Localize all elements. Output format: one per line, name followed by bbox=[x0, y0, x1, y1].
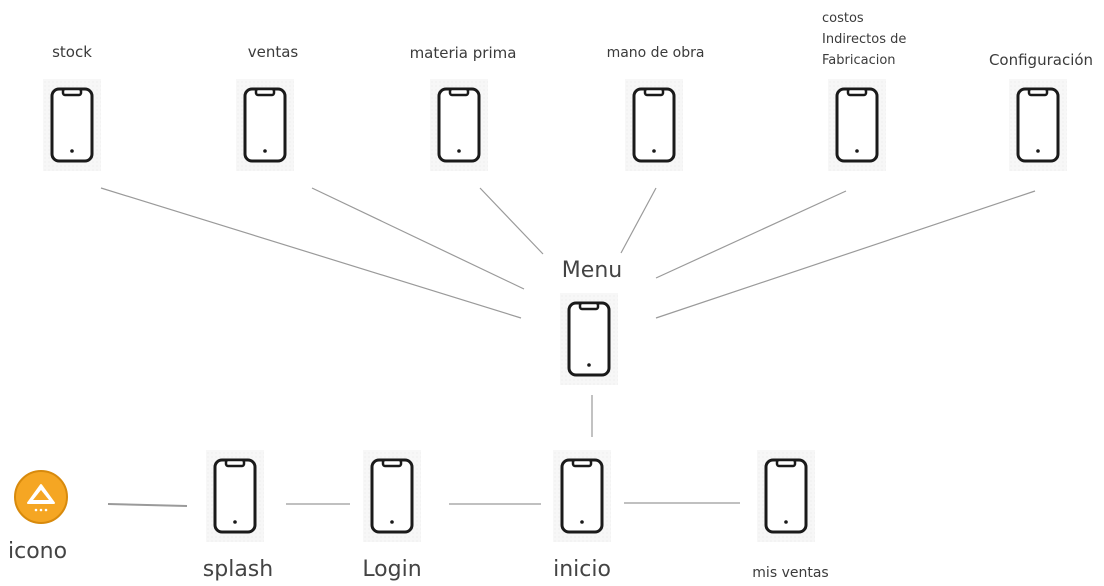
phone-inicio-icon bbox=[551, 448, 613, 544]
label-materia-prima: materia prima bbox=[409, 44, 517, 62]
edge-materia-menu bbox=[479, 187, 544, 255]
phone-mis-ventas-icon bbox=[755, 448, 817, 544]
phone-stock-icon bbox=[41, 77, 103, 173]
label-costos-indirectos: costos Indirectos de Fabricacion bbox=[822, 8, 932, 71]
connectors bbox=[100, 187, 1036, 507]
phone-mano-de-obra-icon bbox=[623, 77, 685, 173]
label-menu: Menu bbox=[561, 258, 623, 283]
label-inicio: inicio bbox=[553, 557, 611, 582]
phone-login-icon bbox=[361, 448, 423, 544]
edge-icono-splash bbox=[107, 503, 188, 507]
label-login: Login bbox=[362, 557, 422, 582]
label-mano-de-obra: mano de obra bbox=[606, 45, 705, 61]
edge-cif-menu bbox=[655, 190, 847, 279]
label-splash: splash bbox=[202, 557, 274, 582]
label-stock: stock bbox=[52, 43, 92, 61]
label-icono: icono bbox=[8, 539, 68, 564]
app-icon bbox=[14, 470, 68, 524]
label-ventas: ventas bbox=[247, 43, 299, 61]
phone-menu-icon bbox=[558, 291, 620, 387]
edge-ventas-menu bbox=[311, 187, 525, 290]
label-cif-line2: Indirectos de bbox=[822, 32, 907, 47]
edge-config-menu bbox=[655, 190, 1036, 319]
label-configuracion: Configuración bbox=[988, 51, 1094, 69]
phone-splash-icon bbox=[204, 448, 266, 544]
label-cif-line1: costos bbox=[822, 11, 864, 26]
label-mis-ventas: mis ventas bbox=[752, 565, 829, 581]
phone-cif-icon bbox=[826, 77, 888, 173]
phone-ventas-icon bbox=[234, 77, 296, 173]
edge-mano-menu bbox=[620, 187, 657, 254]
edge-stock-menu bbox=[100, 187, 522, 319]
phone-configuracion-icon bbox=[1007, 77, 1069, 173]
phone-materia-prima-icon bbox=[428, 77, 490, 173]
label-cif-line3: Fabricacion bbox=[822, 53, 896, 68]
